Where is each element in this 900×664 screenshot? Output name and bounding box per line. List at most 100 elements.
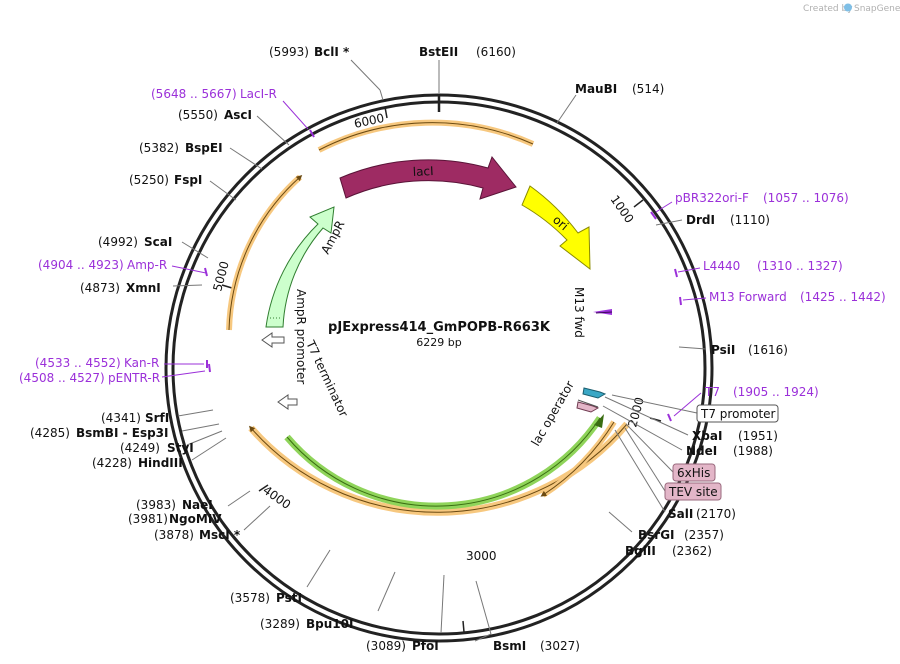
primer-bar-Amp-R xyxy=(204,267,208,277)
pos-PstI: (3578) xyxy=(230,591,270,605)
enzyme-NdeI: NdeI xyxy=(686,444,717,458)
pos-DrdI: (1110) xyxy=(730,213,770,227)
T7-terminator-label: T7 terminator xyxy=(303,337,351,419)
lead-SrfI xyxy=(177,409,214,417)
pos-BglII: (2362) xyxy=(672,544,712,558)
lead-Amp-R xyxy=(171,265,207,274)
enzyme-DrdI: DrdI xyxy=(686,213,715,227)
feature-lac-operator: lac operator xyxy=(528,378,607,449)
pos-ScaI: (4992) xyxy=(98,235,138,249)
enzyme-XmnI: XmnI xyxy=(126,281,161,295)
enzyme-MauBI: MauBI xyxy=(575,82,617,96)
pos-MscI: (3878) xyxy=(154,528,194,542)
T7-promoter-box xyxy=(696,404,779,423)
feature-ori: ori xyxy=(521,185,591,271)
TEV-site-box xyxy=(664,482,722,501)
credit-brand: SnapGene xyxy=(854,4,900,14)
lead-L4440 xyxy=(677,267,701,273)
lead-PsiI xyxy=(678,346,707,350)
enzyme-SalI: SalI xyxy=(668,507,693,521)
orf-arc-bottom-line xyxy=(249,423,628,513)
tick-5000 xyxy=(221,284,233,289)
gene-arc xyxy=(284,414,604,510)
enzyme-PsiI: PsiI xyxy=(711,343,735,357)
pos-BsmI: (3027) xyxy=(540,639,580,653)
enzyme-HindIII: HindIII xyxy=(138,456,183,470)
lead-SalI xyxy=(614,429,666,513)
lead-NdeI xyxy=(602,405,683,451)
primer-pENTR-R: pENTR-R xyxy=(108,371,160,385)
tick-6000 xyxy=(384,106,388,119)
T7-promoter-arrow xyxy=(582,387,607,399)
lead-XbaI xyxy=(604,396,689,436)
6xHis-label: 6xHis xyxy=(677,466,710,480)
plasmid-name: pJExpress414_GmPOPB-R663K xyxy=(328,320,551,335)
lead-BclI xyxy=(350,59,381,91)
lead-PfoI xyxy=(440,574,445,634)
orf-arc-bottom xyxy=(248,421,630,516)
orf-arc-right-line xyxy=(540,421,615,497)
primer-bar-L4440 xyxy=(674,268,678,278)
pos-BsrGI: (2357) xyxy=(684,528,724,542)
pos-PsiI: (1616) xyxy=(748,343,788,357)
primer-bar-T7 xyxy=(667,413,672,422)
pos-XmnI: (4873) xyxy=(80,281,120,295)
pos-BsmBI: (4285) xyxy=(30,426,70,440)
tick-4000 xyxy=(258,484,269,492)
enzyme-BstEII: BstEII xyxy=(419,45,458,59)
lead-M13-Forward xyxy=(682,297,707,301)
pos-FspI: (5250) xyxy=(129,173,169,187)
primer-Amp-R: Amp-R xyxy=(127,258,167,272)
lead-BsrGI xyxy=(608,511,633,533)
lac-operator-arrow xyxy=(576,401,600,413)
primer-bar-M13-Forward xyxy=(679,296,682,306)
pos-NgoMIV: (3981) xyxy=(128,512,168,526)
primer-range-Amp-R: (4904 .. 4923) xyxy=(38,258,124,272)
AmpR-promoter-arrow xyxy=(261,332,285,348)
lead-Bpu10I xyxy=(377,571,396,612)
primer-labels: (5648 .. 5667) LacI-R pBR322ori-F (1057 … xyxy=(19,87,886,422)
enzyme-SrfI: SrfI xyxy=(145,411,169,425)
primer-range-pENTR-R: (4508 .. 4527) xyxy=(19,371,105,385)
M13-fwd-label: M13 fwd xyxy=(572,287,586,338)
credit-prefix: Created by xyxy=(803,4,853,14)
lead-pBR322ori-F xyxy=(655,201,673,213)
feature-lacI: lacI xyxy=(339,155,517,200)
ori-arrow xyxy=(521,185,591,271)
M13-fwd-line xyxy=(595,311,613,314)
enzyme-XbaI: XbaI xyxy=(692,429,722,443)
lead-MauBI xyxy=(556,94,577,124)
pos-NdeI: (1988) xyxy=(733,444,773,458)
lead-NaeI xyxy=(227,490,251,507)
pos-SalI: (2170) xyxy=(696,507,736,521)
pos-StyI: (4249) xyxy=(120,441,160,455)
tick-marks: 1000 2000 3000 4000 5000 6000 xyxy=(210,106,662,633)
pos-NaeI: (3983) xyxy=(136,498,176,512)
lead-AscI xyxy=(256,115,290,146)
lead-MscI xyxy=(243,505,271,531)
T7-terminator-arrow xyxy=(277,394,298,410)
tick-label-5000: 5000 xyxy=(210,260,231,293)
snapgene-credit: Created by SnapGene xyxy=(803,3,900,14)
tick-1000 xyxy=(633,199,644,208)
lead-HindIII xyxy=(191,437,227,461)
lead-LacI-R xyxy=(282,100,309,130)
orf-arc-right xyxy=(541,420,617,498)
T7-promoter-box-label: T7 promoter xyxy=(700,407,776,421)
primer-M13-Forward: M13 Forward xyxy=(709,290,787,304)
primer-range-T7: (1905 .. 1924) xyxy=(733,385,819,399)
primer-L4440: L4440 xyxy=(703,259,740,273)
6xHis-box xyxy=(672,463,716,482)
lead-T7-promoter xyxy=(611,394,698,414)
orf-arc-left xyxy=(226,174,302,331)
tick-label-3000: 3000 xyxy=(466,549,497,563)
enzyme-PstI: PstI xyxy=(276,591,302,605)
tick-3000 xyxy=(462,620,465,633)
primer-bar-pENTR-R xyxy=(208,363,211,373)
gene-arc-head xyxy=(594,414,604,428)
pos-BstEII: (6160) xyxy=(476,45,516,59)
primer-range-Kan-R: (4533 .. 4552) xyxy=(35,356,121,370)
lead-StyI xyxy=(186,430,223,446)
lead-FspI xyxy=(209,180,237,201)
